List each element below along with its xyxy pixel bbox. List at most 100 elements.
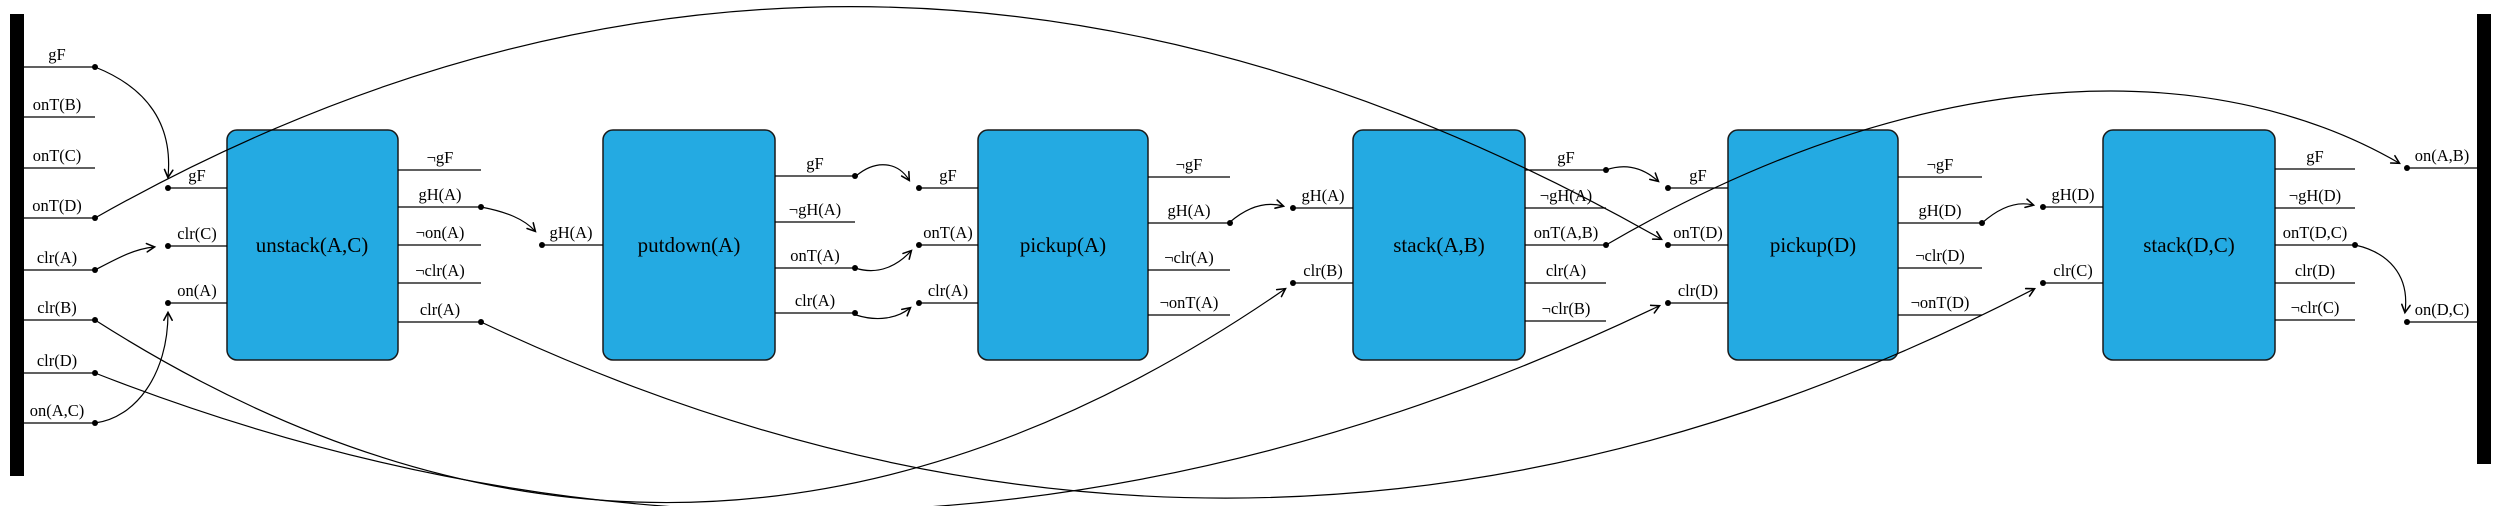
- pre-label: gH(A): [1301, 186, 1344, 205]
- edge-unstack-clrA-to-stackDC-clrC: [480, 287, 2036, 499]
- connector-dot: [165, 300, 171, 306]
- eff-label: onT(A): [790, 246, 839, 265]
- action-unstack-AC: unstack(A,C) gF clr(C) on(A) ¬gF gH(A) ¬…: [165, 129, 484, 361]
- eff-label: gF: [1557, 148, 1574, 167]
- goal-fact-label: on(D,C): [2415, 300, 2470, 319]
- init-fact-label: onT(C): [33, 146, 82, 165]
- edge-putdown-clrA-to-pickupA-clrA: [855, 306, 912, 320]
- init-fact-onAC: on(A,C): [24, 401, 98, 426]
- init-fact-label: onT(B): [33, 95, 82, 114]
- connector-dot: [2040, 280, 2046, 286]
- action-putdown-A: putdown(A) gH(A) gF ¬gH(A) onT(A) clr(A): [539, 129, 858, 361]
- init-fact-label: gF: [48, 45, 65, 64]
- eff-label: gH(D): [1918, 201, 1961, 220]
- init-fact-onTC: onT(C): [24, 146, 95, 169]
- eff-label: gH(A): [418, 185, 461, 204]
- action-title: putdown(A): [638, 233, 741, 257]
- init-fact-onTD: onT(D): [24, 196, 98, 221]
- edge-pickupD-gHD-to-stackDC-gHD: [1981, 198, 2036, 224]
- eff-label: ¬clr(A): [415, 261, 465, 280]
- connector-dot: [2404, 319, 2410, 325]
- edge-init-onAC-to-unstack-onA: [94, 310, 173, 424]
- eff-label: ¬gF: [1176, 155, 1203, 174]
- connector-dot: [165, 185, 171, 191]
- connector-dot: [1665, 300, 1671, 306]
- eff-label: ¬gH(A): [789, 200, 841, 219]
- pre-label: clr(D): [1678, 281, 1718, 300]
- init-fact-clrA: clr(A): [24, 248, 98, 273]
- action-stack-DC: stack(D,C) gH(D) clr(C) gF ¬gH(D) onT(D,…: [2040, 129, 2358, 361]
- edge-putdown-gF-to-pickupA-gF: [855, 164, 911, 182]
- pre-label: gF: [188, 166, 205, 185]
- goal-fact-label: on(A,B): [2415, 146, 2470, 165]
- init-fact-label: on(A,C): [30, 401, 85, 420]
- eff-label: clr(D): [2295, 261, 2335, 280]
- eff-label: ¬gH(D): [2289, 186, 2341, 205]
- pre-label: gF: [1689, 166, 1706, 185]
- pre-label: gH(A): [549, 223, 592, 242]
- edge-init-clrB-to-stackAB-clrB: [94, 287, 1287, 504]
- pre-label: clr(C): [2053, 261, 2092, 280]
- pre-label: onT(D): [1673, 223, 1722, 242]
- connector-dot: [1665, 185, 1671, 191]
- edge-init-gF-to-unstack-gF: [94, 66, 174, 180]
- init-fact-label: clr(B): [37, 298, 76, 317]
- causal-links: [94, 6, 2411, 506]
- edge-stackAB-onTAB-to-goal-onAB: [1605, 90, 2401, 246]
- eff-label: ¬onT(A): [1160, 293, 1219, 312]
- connector-dot: [916, 242, 922, 248]
- init-fact-clrB: clr(B): [24, 298, 98, 323]
- eff-label: ¬clr(D): [1915, 246, 1965, 265]
- init-fact-gF: gF: [24, 45, 98, 70]
- eff-label: onT(A,B): [1534, 223, 1599, 242]
- connector-dot: [2040, 204, 2046, 210]
- eff-label: gF: [2306, 147, 2323, 166]
- action-pickup-A: pickup(A) gF onT(A) clr(A) ¬gF gH(A) ¬cl…: [916, 129, 1233, 361]
- init-state-bar: [10, 14, 24, 476]
- eff-label: ¬on(A): [416, 223, 465, 242]
- edge-stackDC-onTDC-to-goal-onDC: [2354, 244, 2411, 315]
- edge-init-clrA-to-unstack-clrC: [94, 242, 157, 271]
- action-title: pickup(D): [1770, 233, 1856, 257]
- edge-init-clrD-to-pickupD-clrD: [94, 304, 1662, 506]
- eff-label: ¬clr(B): [1542, 299, 1591, 318]
- eff-label: gF: [806, 154, 823, 173]
- eff-label: onT(D,C): [2283, 223, 2348, 242]
- connector-dot: [539, 242, 545, 248]
- goal-fact-onDC: on(D,C): [2404, 300, 2477, 325]
- pre-label: onT(A): [923, 223, 972, 242]
- action-title: pickup(A): [1020, 233, 1106, 257]
- eff-label: clr(A): [420, 300, 460, 319]
- eff-label: clr(A): [1546, 261, 1586, 280]
- edge-putdown-onTA-to-pickupA-onTA: [854, 249, 913, 272]
- eff-label: ¬onT(D): [1911, 293, 1970, 312]
- action-title: unstack(A,C): [256, 233, 369, 257]
- pre-label: clr(B): [1303, 261, 1342, 280]
- connector-dot: [852, 310, 858, 316]
- action-pickup-D: pickup(D) gF onT(D) clr(D) ¬gF gH(D) ¬cl…: [1665, 129, 1985, 361]
- pre-label: gF: [939, 166, 956, 185]
- pre-label: clr(C): [177, 224, 216, 243]
- edge-stackAB-gF-to-pickupD-gF: [1605, 166, 1660, 183]
- edge-unstack-gHA-to-putdown-gHA: [480, 206, 537, 233]
- edge-pickupA-gHA-to-stackAB-gHA: [1229, 199, 1286, 223]
- connector-dot: [916, 300, 922, 306]
- connector-dot: [1665, 242, 1671, 248]
- connector-dot: [852, 173, 858, 179]
- init-fact-label: clr(A): [37, 248, 77, 267]
- goal-fact-onAB: on(A,B): [2404, 146, 2477, 171]
- eff-label: ¬gF: [1927, 155, 1954, 174]
- eff-label: gH(A): [1167, 201, 1210, 220]
- eff-label: ¬gH(A): [1540, 186, 1592, 205]
- edge-init-onTD-to-pickupD-onTD: [94, 6, 1663, 241]
- eff-label: ¬clr(A): [1164, 248, 1214, 267]
- action-stack-AB: stack(A,B) gH(A) clr(B) gF ¬gH(A) onT(A,…: [1290, 129, 1609, 361]
- connector-dot: [1290, 205, 1296, 211]
- connector-dot: [2404, 165, 2410, 171]
- action-title: stack(D,C): [2143, 233, 2235, 257]
- action-title: stack(A,B): [1393, 233, 1485, 257]
- init-fact-label: onT(D): [32, 196, 81, 215]
- connector-dot: [1290, 280, 1296, 286]
- init-fact-onTB: onT(B): [24, 95, 95, 118]
